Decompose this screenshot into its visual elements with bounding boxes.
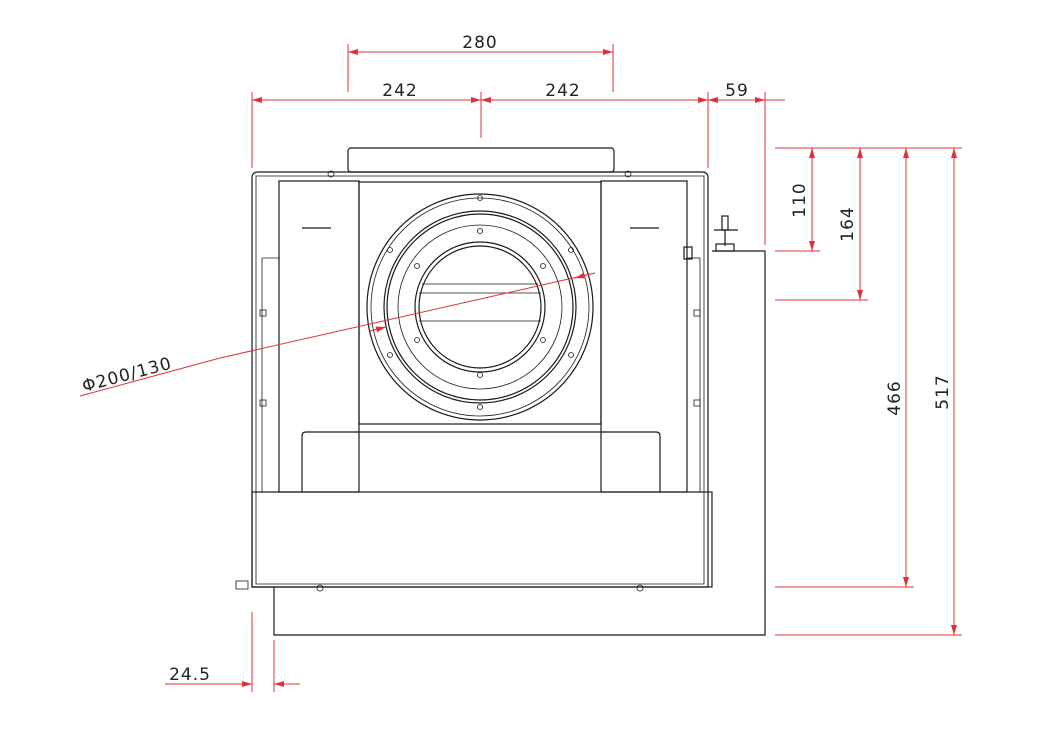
dim-164-label: 164 [838,206,858,241]
dim-466-label: 466 [885,380,905,415]
dim-517-label: 517 [933,374,953,409]
duct-collar [366,193,594,421]
dim-110-label: 110 [790,182,810,217]
dim-24-5-label: 24.5 [169,665,211,685]
duct-diameter-label: Φ200/130 [80,354,174,397]
dimension-lines [79,44,962,692]
dim-59-label: 59 [725,81,749,101]
dim-242-right-label: 242 [545,81,580,101]
unit-body [235,147,766,636]
dim-280-label: 280 [462,33,497,53]
side-valve [683,215,738,260]
dim-242-left-label: 242 [382,81,417,101]
